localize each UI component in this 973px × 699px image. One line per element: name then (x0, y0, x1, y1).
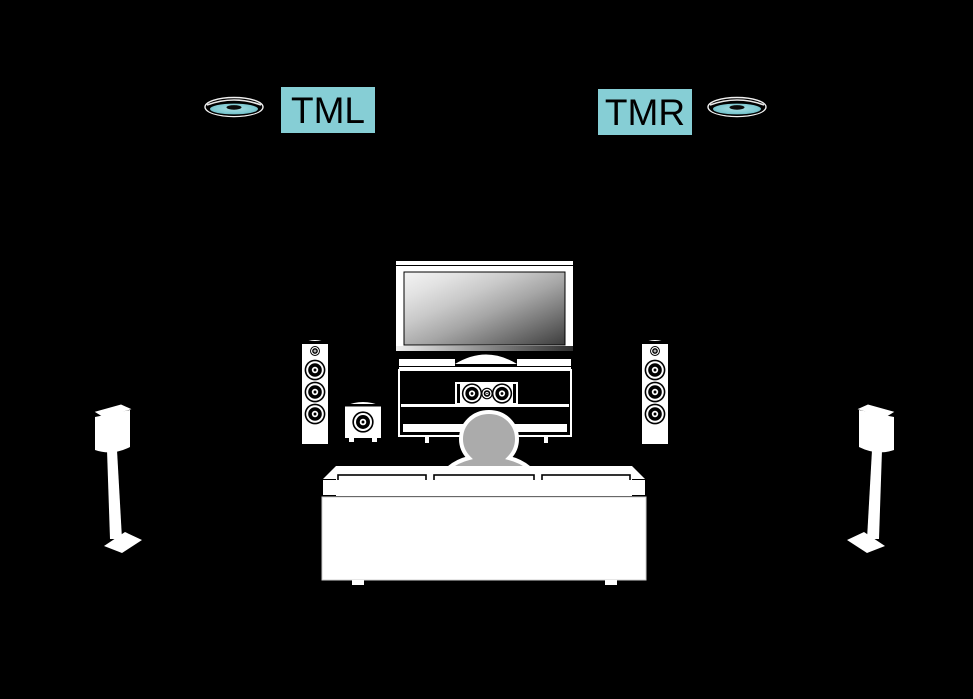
center-speaker-driver-right (491, 383, 513, 404)
front-left-driver-4 (304, 403, 326, 425)
center-speaker-driver-left (461, 383, 483, 404)
ceiling-speaker-left-dome (226, 105, 242, 110)
surround-right-body (859, 410, 894, 453)
front-left-tower-speaker[interactable] (302, 340, 328, 444)
sofa-front-panel (321, 496, 647, 581)
cabinet-foot-right (544, 436, 548, 443)
tv-screen (404, 272, 565, 345)
front-left-tower-cap-seam (302, 341, 328, 344)
front-left-driver-3 (304, 381, 326, 403)
front-right-driver-2 (644, 359, 666, 381)
ceiling-speaker-right-rim (707, 96, 767, 118)
ceiling-speaker-right-dome (729, 105, 745, 110)
ceiling-speaker-right[interactable] (707, 96, 767, 118)
ceiling-speaker-left-rim (204, 96, 264, 118)
surround-left-stand-base (104, 532, 142, 553)
tv-screen-border (403, 271, 566, 346)
front-right-tower-speaker[interactable] (642, 340, 668, 444)
center-speaker-bracket-right (513, 384, 516, 403)
front-left-driver-2 (304, 359, 326, 381)
subwoofer-foot-right (372, 438, 377, 442)
sofa-seat-edge (323, 480, 645, 495)
surround-right-stand-pole (867, 450, 882, 539)
center-speaker-bracket-left (457, 384, 460, 403)
tv-pedestal (455, 354, 517, 364)
television[interactable] (396, 261, 573, 364)
cabinet-top-right (517, 359, 571, 366)
subwoofer-driver (352, 411, 374, 433)
front-right-driver-3 (644, 381, 666, 403)
front-right-driver-1 (650, 346, 660, 356)
front-right-tower-cap-seam (642, 341, 668, 344)
surround-right-top-face (857, 404, 895, 418)
sofa-foot-right (605, 580, 617, 585)
surround-left-top-face (94, 404, 132, 418)
subwoofer-cap-seam (345, 404, 381, 407)
center-channel-speaker[interactable] (455, 382, 518, 405)
surround-left-body (95, 410, 130, 453)
ceiling-speaker-left-highlight (206, 99, 262, 106)
surround-left-speaker-on-stand[interactable] (94, 404, 142, 553)
front-left-driver-1 (310, 346, 320, 356)
surround-right-speaker-on-stand[interactable] (847, 404, 895, 553)
sofa[interactable] (321, 466, 647, 585)
channel-label-tmr[interactable]: TMR (598, 89, 692, 135)
tv-lower-strip (396, 346, 573, 351)
front-right-driver-4 (644, 403, 666, 425)
cabinet-top-left (399, 359, 455, 366)
surround-left-stand-pole (107, 450, 122, 539)
subwoofer-foot-left (349, 438, 354, 442)
ceiling-speaker-left[interactable] (204, 96, 264, 118)
subwoofer[interactable] (345, 402, 381, 442)
cabinet-shelf-divider (401, 404, 569, 407)
center-speaker-driver-mid (481, 387, 493, 400)
sofa-foot-left (352, 580, 364, 585)
cabinet-top-rail (399, 367, 571, 370)
tv-top-edge (396, 261, 573, 265)
cabinet-foot-left (425, 436, 429, 443)
ceiling-speaker-right-highlight (709, 99, 765, 106)
channel-label-tml[interactable]: TML (281, 87, 375, 133)
surround-right-stand-base (847, 532, 885, 553)
